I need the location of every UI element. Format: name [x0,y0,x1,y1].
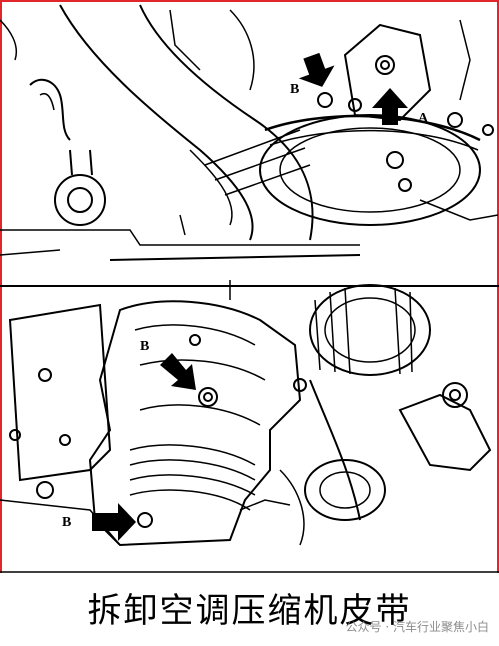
label-bottom-b-upper: B [140,339,149,354]
top-panel [0,4,499,261]
arrow-a-top-icon [372,88,408,125]
bottom-panel [0,280,492,547]
label-top-a: A [418,111,429,126]
arrow-b-lower-icon [92,503,136,541]
label-top-b: B [290,82,299,97]
caption-area: 拆卸空调压缩机皮带 公众号 · 汽车行业聚焦小白 [0,573,499,646]
label-bottom-b-lower: B [62,515,71,530]
watermark-text: 公众号 · 汽车行业聚焦小白 [345,620,489,634]
arrow-b-upper-icon [160,353,196,390]
arrow-b-top-icon [298,52,335,87]
caption-title: 拆卸空调压缩机皮带 [87,591,412,631]
